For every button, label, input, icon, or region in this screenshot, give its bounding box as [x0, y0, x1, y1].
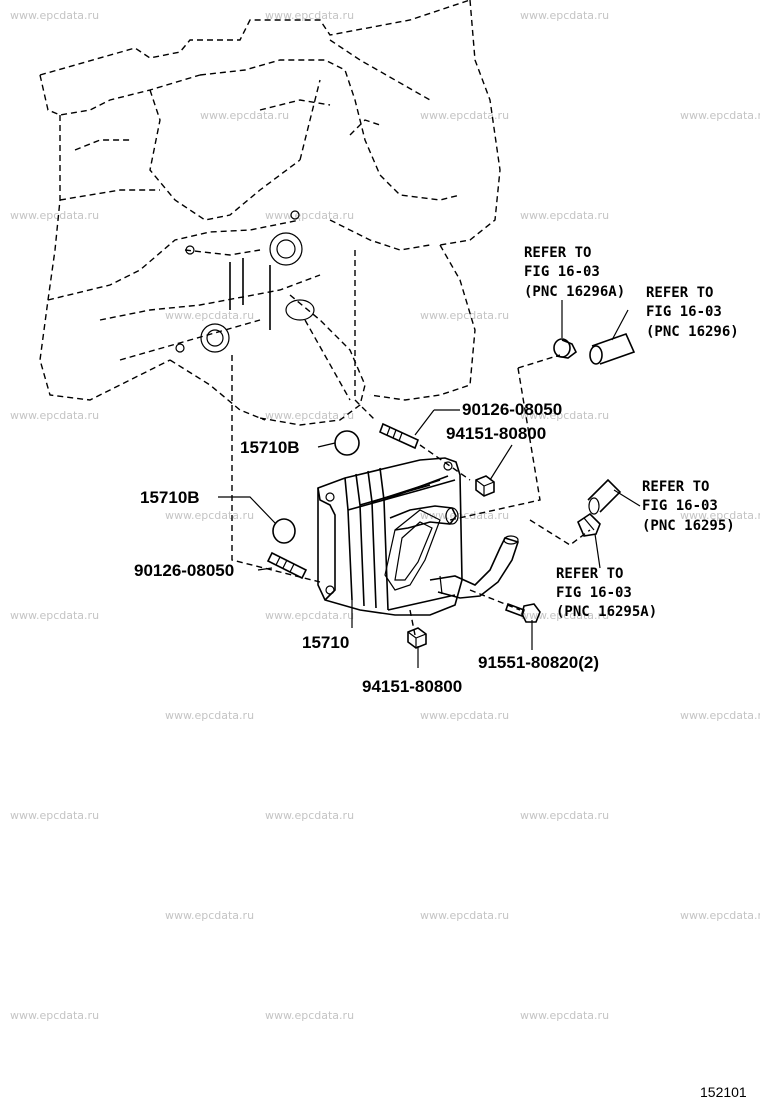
- watermark: www.epcdata.ru: [165, 709, 254, 722]
- watermark: www.epcdata.ru: [680, 709, 760, 722]
- watermark: www.epcdata.ru: [165, 509, 254, 522]
- watermark: www.epcdata.ru: [265, 209, 354, 222]
- watermark: www.epcdata.ru: [520, 809, 609, 822]
- watermark: www.epcdata.ru: [10, 209, 99, 222]
- reference-16295a: REFER TO FIG 16-03 (PNC 16295A): [556, 566, 657, 620]
- figure-number: 152101: [700, 1084, 747, 1100]
- watermark: www.epcdata.ru: [10, 609, 99, 622]
- ref-line: REFER TO: [556, 566, 623, 582]
- watermark: www.epcdata.ru: [165, 909, 254, 922]
- watermark: www.epcdata.ru: [10, 1009, 99, 1022]
- watermark: www.epcdata.ru: [10, 809, 99, 822]
- watermark: www.epcdata.ru: [265, 409, 354, 422]
- ref-line: (PNC 16296): [646, 324, 739, 340]
- engine-block-phantom: [39, 0, 501, 426]
- watermark: www.epcdata.ru: [200, 109, 289, 122]
- hose-upper: [589, 332, 636, 365]
- reference-16296: REFER TO FIG 16-03 (PNC 16296): [646, 285, 739, 340]
- callout-90126-08050-lower: 90126-08050: [134, 561, 234, 580]
- watermark: www.epcdata.ru: [265, 609, 354, 622]
- watermark: www.epcdata.ru: [265, 1009, 354, 1022]
- ref-line: (PNC 16295): [642, 518, 735, 534]
- ref-line: REFER TO: [642, 479, 709, 495]
- ref-line: FIG 16-03: [556, 585, 632, 601]
- watermark: www.epcdata.ru: [10, 409, 99, 422]
- callout-91551-80820: 91551-80820(2): [478, 653, 599, 672]
- ref-line: FIG 16-03: [642, 498, 718, 514]
- callout-15710: 15710: [302, 633, 349, 652]
- ref-line: FIG 16-03: [646, 304, 722, 320]
- watermark: www.epcdata.ru: [680, 109, 760, 122]
- reference-16296a: REFER TO FIG 16-03 (PNC 16296A): [524, 245, 625, 300]
- ref-line: (PNC 16296A): [524, 284, 625, 300]
- watermark: www.epcdata.ru: [520, 9, 609, 22]
- ref-line: REFER TO: [524, 245, 591, 261]
- ref-line: (PNC 16295A): [556, 604, 657, 620]
- hose-clamp-lower: [577, 512, 601, 537]
- watermark: www.epcdata.ru: [520, 609, 609, 622]
- callout-90126-08050-upper: 90126-08050: [462, 400, 562, 419]
- watermark: www.epcdata.ru: [520, 209, 609, 222]
- ref-line: FIG 16-03: [524, 264, 600, 280]
- hose-lower: [587, 478, 622, 515]
- assembly-guide-lines: [231, 250, 591, 636]
- bolt: [504, 602, 541, 623]
- watermark: www.epcdata.ru: [420, 909, 509, 922]
- nut-upper: [475, 475, 495, 497]
- o-ring-lower: [272, 518, 296, 544]
- ref-line: REFER TO: [646, 285, 713, 301]
- leader-lines: [218, 300, 641, 668]
- watermark: www.epcdata.ru: [680, 909, 760, 922]
- stud-lower: [266, 551, 308, 580]
- watermark: www.epcdata.ru: [165, 309, 254, 322]
- watermark: www.epcdata.ru: [420, 109, 509, 122]
- callout-94151-80800-lower: 94151-80800: [362, 677, 462, 696]
- watermark: www.epcdata.ru: [420, 509, 509, 522]
- callout-15710b-lower: 15710B: [140, 488, 200, 507]
- watermark-layer: www.epcdata.ru www.epcdata.ru www.epcdat…: [10, 9, 760, 1022]
- nut-lower: [407, 627, 427, 649]
- watermark: www.epcdata.ru: [420, 309, 509, 322]
- oil-cooler: [317, 457, 520, 616]
- hose-clamp-upper: [553, 338, 578, 359]
- watermark: www.epcdata.ru: [520, 409, 609, 422]
- stud-upper: [378, 422, 420, 450]
- callout-94151-80800-upper: 94151-80800: [446, 424, 546, 443]
- watermark: www.epcdata.ru: [265, 9, 354, 22]
- o-ring-upper: [334, 430, 360, 456]
- watermark: www.epcdata.ru: [680, 509, 760, 522]
- watermark: www.epcdata.ru: [10, 9, 99, 22]
- watermark: www.epcdata.ru: [265, 809, 354, 822]
- watermark: www.epcdata.ru: [520, 1009, 609, 1022]
- callout-15710b-upper: 15710B: [240, 438, 300, 457]
- reference-16295: REFER TO FIG 16-03 (PNC 16295): [642, 479, 735, 534]
- watermark: www.epcdata.ru: [420, 709, 509, 722]
